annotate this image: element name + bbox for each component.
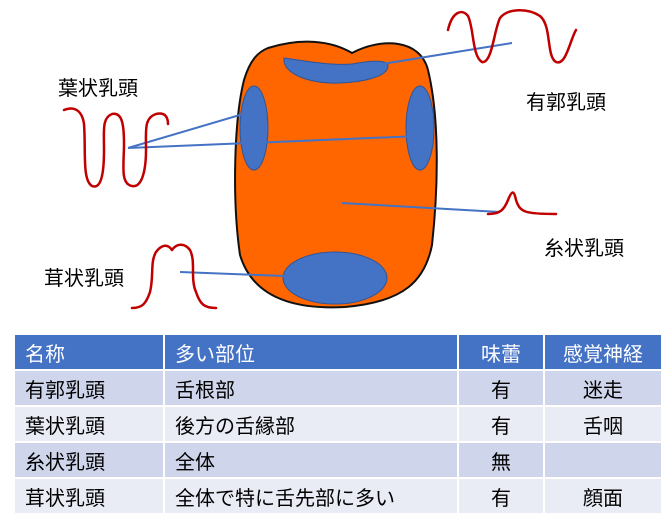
fungiform-region bbox=[282, 251, 388, 305]
cell-name: 葉状乳頭 bbox=[13, 405, 165, 443]
label-foliate: 葉状乳頭 bbox=[58, 76, 138, 100]
filiform-papilla-drawing bbox=[486, 191, 558, 216]
table-header-row: 名称 多い部位 味蕾 感覚神経 bbox=[13, 333, 663, 371]
cell-location: 全体 bbox=[163, 441, 459, 479]
cell-name: 有郭乳頭 bbox=[13, 369, 165, 407]
papillae-table: 名称 多い部位 味蕾 感覚神経 有郭乳頭 舌根部 有 迷走 葉状乳頭 後方の舌縁… bbox=[13, 333, 663, 515]
circumvallate-region bbox=[283, 57, 389, 84]
header-name: 名称 bbox=[13, 333, 165, 371]
foliate-region-right bbox=[405, 85, 435, 171]
table-row: 糸状乳頭 全体 無 bbox=[13, 441, 663, 479]
cell-location: 全体で特に舌先部に多い bbox=[163, 477, 459, 515]
foliate-papilla-drawing bbox=[62, 107, 170, 188]
tongue-diagram bbox=[62, 9, 578, 310]
label-filiform: 糸状乳頭 bbox=[544, 236, 624, 260]
header-location: 多い部位 bbox=[163, 333, 459, 371]
cell-sensory-nerve bbox=[543, 441, 663, 479]
pointer-line-filiform bbox=[341, 202, 501, 213]
foliate-region-left bbox=[239, 85, 269, 171]
table-row: 有郭乳頭 舌根部 有 迷走 bbox=[13, 369, 663, 407]
cell-taste-buds: 有 bbox=[457, 477, 545, 515]
fungiform-papilla-drawing bbox=[130, 243, 218, 310]
pointer-line-foliate-1 bbox=[127, 111, 251, 149]
tongue-shape bbox=[234, 40, 438, 309]
cell-sensory-nerve: 顔面 bbox=[543, 477, 663, 515]
cell-sensory-nerve: 舌咽 bbox=[543, 405, 663, 443]
header-sensory-nerve: 感覚神経 bbox=[543, 333, 663, 371]
cell-location: 後方の舌縁部 bbox=[163, 405, 459, 443]
cell-taste-buds: 有 bbox=[457, 405, 545, 443]
pointer-line-foliate-2 bbox=[127, 135, 421, 149]
cell-location: 舌根部 bbox=[163, 369, 459, 407]
table-row: 葉状乳頭 後方の舌縁部 有 舌咽 bbox=[13, 405, 663, 443]
circumvallate-papilla-drawing bbox=[446, 9, 578, 64]
pointer-line-circumvallate bbox=[344, 42, 513, 71]
cell-name: 茸状乳頭 bbox=[13, 477, 165, 515]
cell-sensory-nerve: 迷走 bbox=[543, 369, 663, 407]
cell-name: 糸状乳頭 bbox=[13, 441, 165, 479]
cell-taste-buds: 有 bbox=[457, 369, 545, 407]
label-circumvallate: 有郭乳頭 bbox=[526, 90, 606, 114]
cell-taste-buds: 無 bbox=[457, 441, 545, 479]
pointer-line-fungiform bbox=[179, 271, 286, 277]
label-fungiform: 茸状乳頭 bbox=[44, 266, 124, 290]
header-taste-buds: 味蕾 bbox=[457, 333, 545, 371]
table-row: 茸状乳頭 全体で特に舌先部に多い 有 顔面 bbox=[13, 477, 663, 515]
